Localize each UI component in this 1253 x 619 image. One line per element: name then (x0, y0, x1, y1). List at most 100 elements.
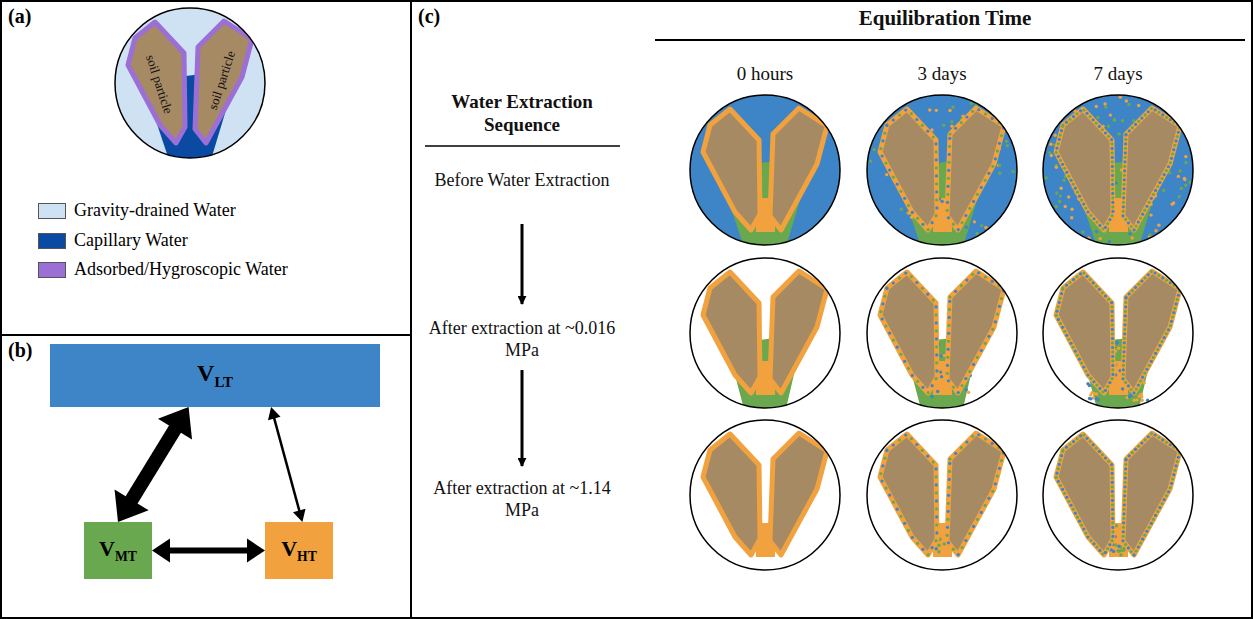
water-dot (1123, 178, 1126, 181)
water-dot (1096, 116, 1099, 119)
water-dot (1111, 151, 1114, 154)
water-dot (960, 546, 963, 549)
water-dot (921, 449, 924, 452)
water-dot (1147, 364, 1150, 367)
water-dot (903, 360, 906, 363)
water-dot (1122, 355, 1125, 358)
water-dot (1124, 151, 1127, 154)
water-dot (1111, 517, 1114, 520)
water-dot (1150, 197, 1153, 200)
water-dot (946, 364, 949, 367)
water-dot (1095, 392, 1098, 395)
soil-particle (128, 22, 185, 143)
water-dot (1111, 355, 1114, 358)
axis-heading: Equilibration Time (859, 6, 1032, 30)
legend-row: Capillary Water (38, 230, 188, 251)
water-dot (1137, 220, 1140, 223)
water-dot (1055, 314, 1058, 317)
water-dot (1170, 320, 1173, 323)
water-dot (927, 553, 930, 556)
water-dot (1130, 388, 1133, 391)
water-dot (1135, 387, 1138, 390)
water-dot (960, 384, 963, 387)
water-dot (1074, 187, 1077, 190)
water-dot (885, 286, 888, 289)
water-dot (1079, 272, 1082, 275)
water-dot (1122, 373, 1125, 376)
water-dot (1101, 227, 1104, 230)
water-dot (935, 190, 938, 193)
water-dot (1111, 359, 1114, 362)
water-dot (884, 324, 887, 327)
water-dot (892, 339, 895, 342)
water-dot (1113, 118, 1116, 121)
water-dot (1147, 110, 1150, 113)
water-dot (1171, 315, 1174, 318)
water-dot (1147, 273, 1150, 276)
legend-text: Gravity-drained Water (74, 200, 236, 221)
water-dot (1184, 155, 1187, 158)
water-dot (881, 464, 884, 467)
water-dot (1092, 118, 1095, 121)
water-dot (1098, 224, 1101, 227)
water-dot (1123, 337, 1126, 340)
water-dot (888, 493, 891, 496)
water-dot (1088, 384, 1091, 387)
water-dot (991, 328, 994, 331)
legend-text: Adsorbed/Hygroscopic Water (74, 259, 288, 280)
water-dot (1072, 278, 1075, 281)
water-dot (1111, 535, 1114, 538)
water-dot (1110, 467, 1113, 470)
water-dot (910, 275, 913, 278)
water-dot (1116, 340, 1119, 343)
water-dot (977, 108, 980, 111)
water-dot (1161, 276, 1164, 279)
water-dot (977, 433, 980, 436)
water-dot (1111, 187, 1114, 190)
soil-pore (115, 8, 265, 163)
water-dot (1122, 364, 1125, 367)
water-dot (1061, 326, 1064, 329)
water-dot (881, 154, 884, 157)
water-dot (1128, 232, 1131, 235)
water-dot (904, 433, 907, 436)
water-dot (1111, 160, 1114, 163)
water-dot (885, 173, 888, 176)
water-dot (973, 220, 976, 223)
water-dot (1059, 133, 1062, 136)
water-dot (1080, 361, 1083, 364)
water-dot (1111, 169, 1114, 172)
water-dot (1156, 185, 1159, 188)
water-dot (948, 470, 951, 473)
water-dot (892, 501, 895, 504)
water-dot (965, 225, 968, 228)
water-dot (1108, 381, 1111, 384)
water-dot (885, 124, 888, 127)
water-dot (1109, 113, 1112, 116)
water-dot (1172, 148, 1175, 151)
water-dot (899, 353, 902, 356)
water-dot (1049, 143, 1052, 146)
water-dot (885, 448, 888, 451)
water-dot (1128, 129, 1131, 132)
panel-label: (c) (418, 5, 440, 28)
water-dot (1111, 205, 1114, 208)
water-dot (1063, 167, 1066, 170)
water-dot (1084, 531, 1087, 534)
water-dot (1068, 118, 1071, 121)
water-dot (1124, 133, 1127, 136)
step-label: After extraction at ~1.14 MPa (433, 478, 611, 520)
water-dot (1110, 305, 1113, 308)
water-dot (936, 390, 939, 393)
water-dot (1169, 486, 1172, 489)
water-dot (1139, 217, 1142, 220)
water-dot (980, 349, 983, 352)
water-dot (1005, 140, 1008, 143)
water-dot (1111, 196, 1114, 199)
water-dot (1069, 504, 1072, 507)
water-dot (921, 223, 924, 226)
water-dot (935, 499, 938, 502)
water-dot (948, 300, 951, 303)
water-dot (1070, 216, 1073, 219)
water-dot (1123, 341, 1126, 344)
